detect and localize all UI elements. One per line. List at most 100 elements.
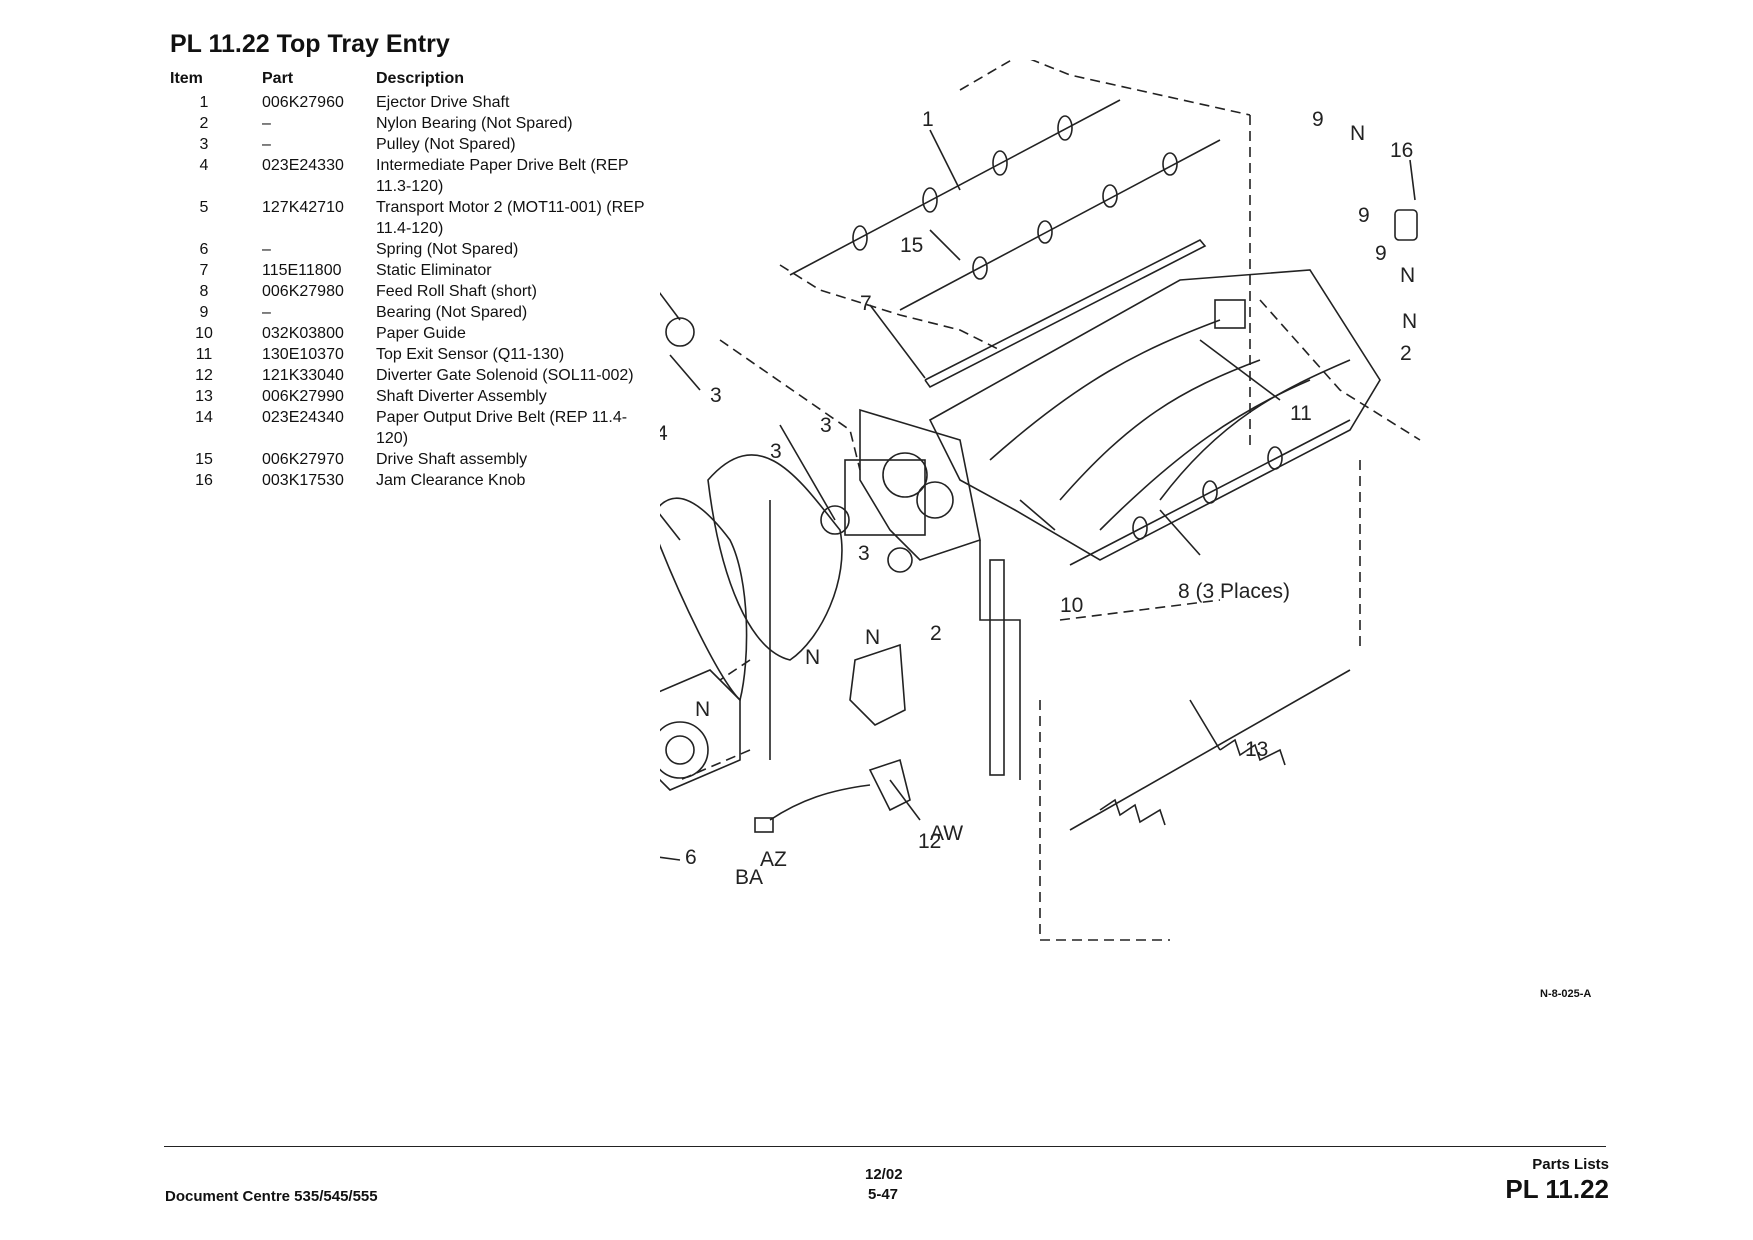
table-row: 1 006K27960 Ejector Drive Shaft bbox=[166, 92, 646, 113]
cell-description: Spring (Not Spared) bbox=[376, 241, 519, 258]
cell-description: Nylon Bearing (Not Spared) bbox=[376, 115, 573, 132]
table-row: 16 003K17530 Jam Clearance Knob bbox=[166, 470, 646, 491]
cell-item: 5 bbox=[199, 199, 209, 216]
callout-n5: N bbox=[1350, 122, 1365, 145]
cell-description: Bearing (Not Spared) bbox=[376, 304, 528, 321]
callout-n3: N bbox=[805, 646, 820, 669]
callout-az2: AZ bbox=[760, 848, 787, 871]
figure-id: N-8-025-A bbox=[1540, 988, 1592, 1000]
cell-part: 006K27970 bbox=[262, 451, 344, 468]
cell-description: Diverter Gate Solenoid (SOL11-002) bbox=[376, 367, 634, 384]
cell-item: 6 bbox=[199, 241, 209, 258]
page-title: PL 11.22 Top Tray Entry bbox=[170, 30, 450, 58]
cell-description: Jam Clearance Knob bbox=[376, 472, 526, 489]
table-row: 6 – Spring (Not Spared) bbox=[166, 239, 646, 260]
table-row: 12 121K33040 Diverter Gate Solenoid (SOL11… bbox=[166, 365, 646, 386]
callout-16: 16 bbox=[1390, 139, 1413, 162]
column-header-item: Item bbox=[170, 70, 203, 87]
callout-10: 10 bbox=[1060, 594, 1083, 617]
diagram-linework bbox=[660, 60, 1421, 941]
callout-13: 13 bbox=[1245, 738, 1268, 761]
cell-part: 121K33040 bbox=[262, 367, 344, 384]
cell-item: 15 bbox=[195, 451, 213, 468]
footer-date: 12/02 bbox=[865, 1166, 903, 1183]
parts-list-body: 1 006K27960 Ejector Drive Shaft 2 – Nylon Bea… bbox=[166, 92, 646, 491]
callout-7: 7 bbox=[860, 292, 872, 315]
callout-2c: 2 bbox=[1400, 342, 1412, 365]
callout-3d: 3 bbox=[858, 542, 870, 565]
table-row: 7 115E11800 Static Eliminator bbox=[166, 260, 646, 281]
cell-item: 1 bbox=[199, 94, 209, 111]
table-row: 5 127K42710 Transport Motor 2 (MOT11-001) … bbox=[166, 197, 646, 239]
table-row: 10 032K03800 Paper Guide bbox=[166, 323, 646, 344]
callout-9a: 9 bbox=[1312, 108, 1324, 131]
cell-description: Paper Guide bbox=[376, 325, 466, 342]
cell-description: Paper Output Drive Belt (REP 11.4-120) bbox=[376, 409, 628, 447]
table-row: 9 – Bearing (Not Spared) bbox=[166, 302, 646, 323]
cell-description: Ejector Drive Shaft bbox=[376, 94, 510, 111]
cell-item: 16 bbox=[195, 472, 213, 489]
cell-item: 12 bbox=[195, 367, 213, 384]
shaft-1-rollers bbox=[852, 115, 1073, 251]
cell-item: 2 bbox=[199, 115, 209, 132]
cell-item: 7 bbox=[199, 262, 209, 279]
exploded-parts-diagram: 1 2 2 2 3 3 3 3 4 5 6 7 8 (3 Places) 9 9… bbox=[660, 60, 1421, 941]
cell-description: Pulley (Not Spared) bbox=[376, 136, 516, 153]
cell-item: 3 bbox=[199, 136, 209, 153]
callout-6: 6 bbox=[685, 846, 697, 869]
cell-part: 006K27990 bbox=[262, 388, 344, 405]
cell-item: 4 bbox=[199, 157, 209, 174]
cell-description: Feed Roll Shaft (short) bbox=[376, 283, 537, 300]
cell-description: Shaft Diverter Assembly bbox=[376, 388, 547, 405]
callout-1: 1 bbox=[922, 108, 934, 131]
column-header-description: Description bbox=[376, 70, 465, 87]
footer-page-number: 5-47 bbox=[868, 1186, 899, 1203]
cell-description: Drive Shaft assembly bbox=[376, 451, 528, 468]
callout-9b: 9 bbox=[1358, 204, 1370, 227]
cell-part: 032K03800 bbox=[262, 325, 344, 342]
cell-part: 130E10370 bbox=[262, 346, 344, 363]
callout-12: 12 bbox=[918, 830, 941, 853]
table-row: 4 023E24330 Intermediate Paper Drive Belt … bbox=[166, 155, 646, 197]
table-row: 11 130E10370 Top Exit Sensor (Q11-130) bbox=[166, 344, 646, 365]
cell-description: Intermediate Paper Drive Belt (REP 11.3-… bbox=[376, 157, 629, 195]
callout-4: 4 bbox=[660, 422, 668, 445]
cell-description: Static Eliminator bbox=[376, 262, 492, 279]
cell-description: Transport Motor 2 (MOT11-001) (REP 11.4-… bbox=[376, 199, 645, 237]
callout-n4: N bbox=[865, 626, 880, 649]
cell-part: 023E24330 bbox=[262, 157, 344, 174]
diagram-callouts: 1 2 2 2 3 3 3 3 4 5 6 7 8 (3 Places) 9 9… bbox=[660, 108, 1417, 889]
cell-part: 115E11800 bbox=[262, 262, 342, 279]
cell-item: 11 bbox=[195, 346, 213, 363]
cell-item: 8 bbox=[199, 283, 209, 300]
cell-part: 127K42710 bbox=[262, 199, 344, 216]
table-row: 2 – Nylon Bearing (Not Spared) bbox=[166, 113, 646, 134]
callout-3a: 3 bbox=[710, 384, 722, 407]
callout-n7: N bbox=[1402, 310, 1417, 333]
cell-part: – bbox=[262, 304, 271, 321]
callout-aw: AW bbox=[930, 822, 963, 845]
callout-2b: 2 bbox=[930, 622, 942, 645]
footer-rule bbox=[164, 1146, 1606, 1147]
callout-n6: N bbox=[1400, 264, 1415, 287]
callout-n2: N bbox=[695, 698, 710, 721]
cell-part: – bbox=[262, 115, 271, 132]
table-header-row: Item Part Description bbox=[166, 70, 646, 92]
callout-15: 15 bbox=[900, 234, 923, 257]
cell-description: Top Exit Sensor (Q11-130) bbox=[376, 346, 565, 363]
footer-pl-number: PL 11.22 bbox=[1505, 1174, 1609, 1204]
cell-part: – bbox=[262, 241, 271, 258]
callout-8: 8 (3 Places) bbox=[1178, 580, 1290, 603]
cell-part: 006K27960 bbox=[262, 94, 344, 111]
callout-3b: 3 bbox=[820, 414, 832, 437]
column-header-part: Part bbox=[262, 70, 294, 87]
cell-item: 9 bbox=[199, 304, 209, 321]
callout-ba2: BA bbox=[735, 866, 763, 889]
callout-11: 11 bbox=[1290, 402, 1312, 425]
callout-3c: 3 bbox=[770, 440, 782, 463]
cell-item: 10 bbox=[195, 325, 213, 342]
cell-part: 003K17530 bbox=[262, 472, 344, 489]
